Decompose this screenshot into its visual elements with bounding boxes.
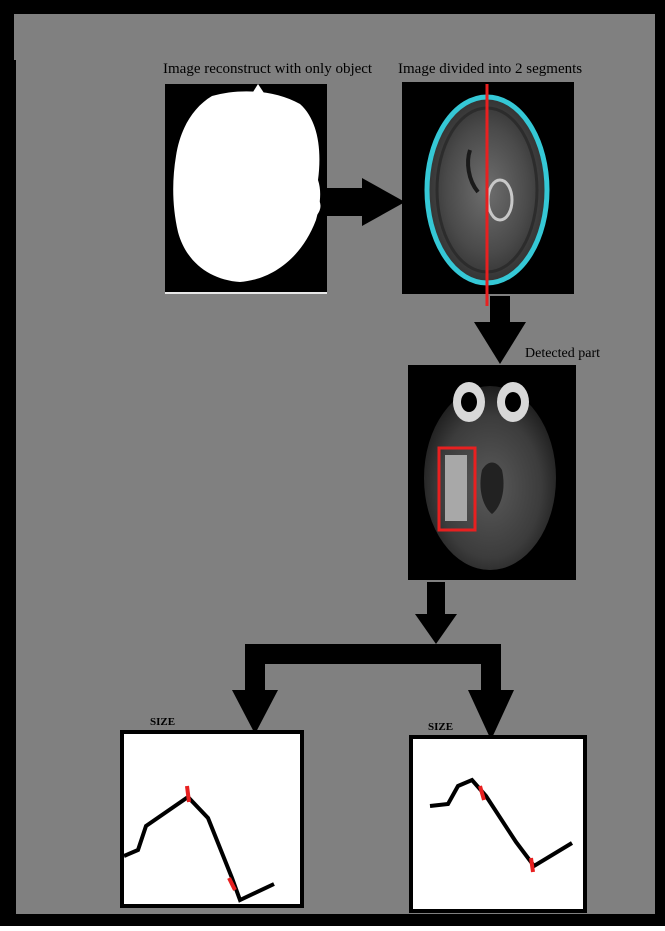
- segments-image: [402, 82, 574, 306]
- segments-caption: Image divided into 2 segments: [398, 61, 582, 78]
- size-plot-right: [411, 737, 585, 911]
- size-right-caption: SIZE: [428, 721, 453, 733]
- detected-image: [408, 365, 576, 580]
- reconstruct-caption: Image reconstruct with only object: [163, 61, 372, 78]
- reconstruct-image: [165, 84, 327, 294]
- detected-caption: Detected part: [525, 346, 600, 362]
- size-plot-left: [122, 732, 302, 906]
- size-left-caption: SIZE: [150, 716, 175, 728]
